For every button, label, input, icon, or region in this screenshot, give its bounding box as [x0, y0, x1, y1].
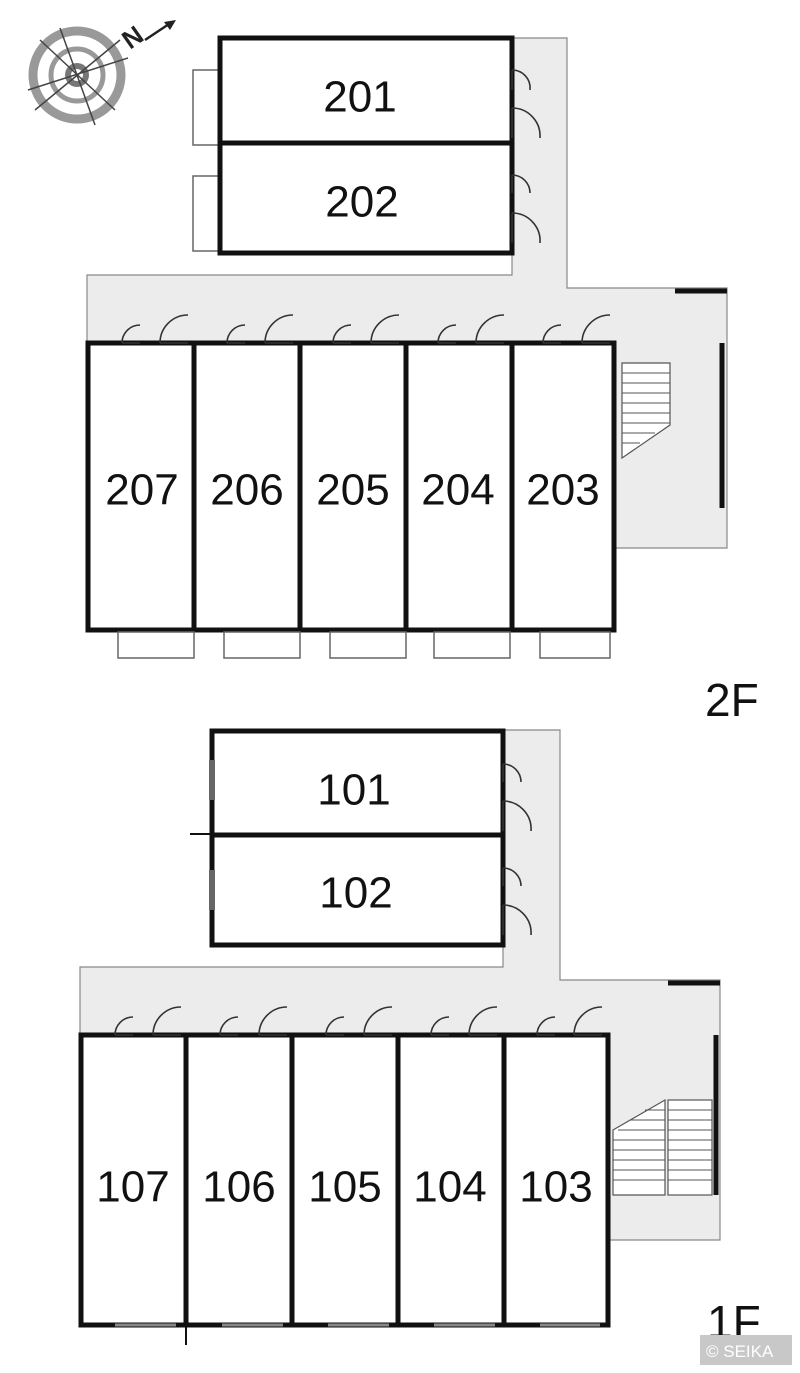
- unit-number: 103: [519, 1163, 592, 1212]
- unit-box: [217, 35, 515, 146]
- door-icon: [511, 69, 541, 244]
- unit-number: 204: [421, 466, 494, 515]
- north-compass-icon: N: [27, 20, 176, 126]
- unit-box: [395, 1032, 507, 1328]
- copyright-text: © SEIKA: [706, 1342, 774, 1361]
- unit-number: 105: [308, 1163, 381, 1212]
- balcony: [433, 631, 511, 659]
- unit-number: 205: [316, 466, 389, 515]
- unit-box: [78, 1032, 189, 1328]
- balcony: [223, 631, 301, 659]
- unit-box: [297, 340, 409, 633]
- balcony: [329, 631, 407, 659]
- unit-number: 102: [319, 869, 392, 918]
- door-icon: [121, 314, 611, 344]
- compass-n-label: N: [116, 20, 149, 55]
- unit-number: 202: [325, 178, 398, 227]
- door-icon: [114, 1006, 603, 1036]
- unit-box: [509, 340, 617, 633]
- stairs-icon: [621, 362, 671, 460]
- unit-box: [501, 1032, 611, 1328]
- unit-number: 201: [323, 73, 396, 122]
- stairs-icon: [612, 1098, 713, 1196]
- floor-1f: 101 102 107 106 105 104 103: [78, 728, 761, 1348]
- unit-box: [85, 340, 197, 633]
- balcony: [192, 175, 221, 252]
- copyright-badge: [700, 1335, 792, 1365]
- balcony: [539, 631, 611, 659]
- door-icon: [502, 763, 532, 936]
- floor-2f: 201 202 207 206 205 204 203: [85, 35, 759, 726]
- unit-number: 106: [202, 1163, 275, 1212]
- unit-number: 207: [105, 466, 178, 515]
- unit-box: [191, 340, 303, 633]
- floor-label: 2F: [705, 674, 759, 726]
- unit-number: 206: [210, 466, 283, 515]
- unit-number: 101: [317, 766, 390, 815]
- unit-number: 203: [526, 466, 599, 515]
- unit-number: 104: [413, 1163, 486, 1212]
- unit-box: [217, 140, 515, 256]
- balcony: [192, 69, 221, 146]
- balcony: [117, 631, 195, 659]
- unit-number: 107: [96, 1163, 169, 1212]
- unit-box: [209, 728, 506, 838]
